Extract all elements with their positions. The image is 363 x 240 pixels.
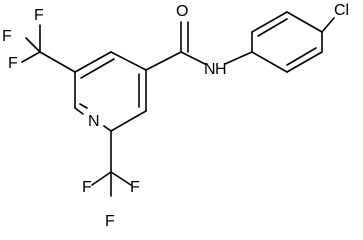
atom-label-fluorine: F — [34, 7, 44, 24]
bond — [321, 17, 335, 33]
amide-group — [145, 21, 253, 71]
bond — [257, 18, 288, 37]
atom-label-fluorine: F — [8, 55, 18, 72]
bond — [110, 171, 132, 186]
trifluoromethyl-lower — [91, 130, 132, 197]
pyridine-ring — [74, 51, 147, 132]
bond — [21, 51, 41, 63]
bond — [79, 103, 88, 109]
bond — [91, 171, 112, 186]
chlorophenyl-ring — [251, 11, 335, 73]
trifluoromethyl-upper — [21, 24, 76, 73]
atom-labels: F F F N F F F O N H Cl — [2, 2, 349, 230]
atom-label-ring-nitrogen: N — [88, 113, 100, 130]
bond — [224, 51, 253, 65]
atom-label-amide-hydrogen: H — [215, 61, 227, 78]
bond — [251, 51, 288, 73]
atom-label-carbonyl-oxygen: O — [176, 3, 188, 20]
bond — [110, 110, 147, 132]
bond — [286, 51, 323, 73]
bond — [25, 37, 41, 53]
atom-label-fluorine: F — [82, 179, 92, 196]
bond — [39, 51, 76, 73]
atom-label-chlorine: Cl — [334, 2, 349, 19]
bond — [74, 51, 112, 73]
atom-label-fluorine: F — [130, 179, 140, 196]
atom-label-amide-nitrogen: N — [204, 61, 216, 78]
bond — [145, 51, 182, 71]
bond — [286, 47, 317, 66]
bond — [80, 58, 115, 79]
bond — [286, 11, 323, 33]
bond — [74, 107, 84, 115]
bond — [103, 125, 112, 132]
bond — [110, 51, 147, 71]
bond — [251, 11, 288, 33]
bond — [180, 51, 206, 65]
atom-label-fluorine: F — [105, 213, 115, 230]
atom-label-fluorine: F — [2, 28, 12, 45]
